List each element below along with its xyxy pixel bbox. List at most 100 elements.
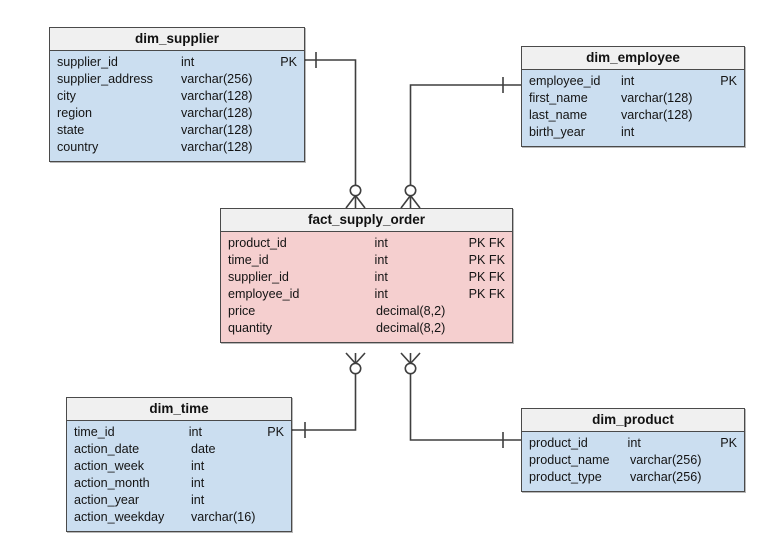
attribute-name: product_id [228, 236, 287, 250]
entity-title-dim-product: dim_product [522, 409, 744, 432]
entity-dim-time[interactable]: dim_time time_id int PK action_date date… [66, 397, 292, 532]
attribute-name: product_type [529, 470, 602, 484]
attribute-name: product_id [529, 436, 588, 450]
attribute-row: product_name varchar(256) [522, 453, 744, 470]
attribute-row: product_id int PK [522, 436, 744, 453]
attribute-type: varchar(256) [630, 470, 702, 484]
attribute-row: time_id int PK FK [221, 253, 512, 270]
entity-attributes-dim-supplier: supplier_id int PK supplier_address varc… [50, 51, 304, 161]
entity-attributes-dim-product: product_id int PK product_name varchar(2… [522, 432, 744, 491]
attribute-name: birth_year [529, 125, 586, 139]
attribute-name: supplier_address [57, 72, 153, 86]
crowfoot-product [400, 352, 421, 375]
attribute-name: employee_id [228, 287, 300, 301]
attribute-key: PK FK [468, 253, 505, 267]
attribute-type: varchar(256) [181, 72, 253, 86]
attribute-name: time_id [74, 425, 115, 439]
attribute-row: last_name varchar(128) [522, 108, 744, 125]
entity-attributes-dim-employee: employee_id int PK first_name varchar(12… [522, 70, 744, 146]
attribute-row: action_weekday varchar(16) [67, 510, 291, 527]
attribute-type: int [621, 74, 635, 88]
attribute-name: time_id [228, 253, 269, 267]
attribute-type: decimal(8,2) [376, 304, 446, 318]
attribute-row: product_type varchar(256) [522, 470, 744, 487]
entity-attributes-fact-supply-order: product_id int PK FK time_id int PK FK s… [221, 232, 512, 342]
attribute-key: PK [267, 425, 284, 439]
attribute-key: PK [720, 74, 737, 88]
crowfoot-supplier [345, 184, 366, 209]
attribute-row: employee_id int PK [522, 74, 744, 91]
attribute-row: action_month int [67, 476, 291, 493]
attribute-type: int [188, 425, 203, 439]
attribute-row: supplier_address varchar(256) [50, 72, 304, 89]
attribute-name: quantity [228, 321, 273, 335]
attribute-row: quantity decimal(8,2) [221, 321, 512, 338]
attribute-type: varchar(128) [181, 106, 253, 120]
attribute-name: action_week [74, 459, 145, 473]
connector-supplier-to-fact [304, 52, 366, 209]
attribute-name: region [57, 106, 93, 120]
attribute-row: first_name varchar(128) [522, 91, 744, 108]
attribute-name: action_weekday [74, 510, 165, 524]
crowfoot-employee [400, 184, 421, 209]
connector-time-to-fact [292, 352, 366, 438]
attribute-key: PK FK [468, 270, 505, 284]
attribute-key: PK FK [468, 287, 505, 301]
entity-title-dim-supplier: dim_supplier [50, 28, 304, 51]
attribute-type: varchar(16) [191, 510, 256, 524]
attribute-name: action_date [74, 442, 140, 456]
attribute-name: supplier_id [57, 55, 118, 69]
attribute-name: country [57, 140, 99, 154]
attribute-row: action_year int [67, 493, 291, 510]
entity-attributes-dim-time: time_id int PK action_date date action_w… [67, 421, 291, 531]
connector-product-to-fact [400, 352, 521, 448]
attribute-type: date [191, 442, 216, 456]
attribute-name: action_year [74, 493, 140, 507]
attribute-type: int [191, 493, 205, 507]
attribute-type: int [191, 459, 205, 473]
attribute-type: int [627, 436, 641, 450]
attribute-type: int [374, 270, 388, 284]
attribute-type: int [621, 125, 635, 139]
attribute-row: action_date date [67, 442, 291, 459]
attribute-type: varchar(128) [181, 140, 253, 154]
entity-title-fact-supply-order: fact_supply_order [221, 209, 512, 232]
attribute-type: int [374, 253, 388, 267]
crowfoot-time [345, 352, 366, 375]
attribute-row: birth_year int [522, 125, 744, 142]
attribute-key: PK [720, 436, 737, 450]
entity-dim-employee[interactable]: dim_employee employee_id int PK first_na… [521, 46, 745, 147]
attribute-type: varchar(128) [181, 123, 253, 137]
entity-dim-supplier[interactable]: dim_supplier supplier_id int PK supplier… [49, 27, 305, 162]
attribute-row: region varchar(128) [50, 106, 304, 123]
attribute-row: product_id int PK FK [221, 236, 512, 253]
attribute-row: supplier_id int PK FK [221, 270, 512, 287]
attribute-type: int [181, 55, 195, 69]
attribute-type: int [374, 287, 388, 301]
entity-title-dim-time: dim_time [67, 398, 291, 421]
attribute-row: time_id int PK [67, 425, 291, 442]
connector-employee-to-fact [400, 77, 521, 209]
attribute-row: action_week int [67, 459, 291, 476]
attribute-name: state [57, 123, 85, 137]
attribute-type: varchar(128) [181, 89, 253, 103]
attribute-name: first_name [529, 91, 588, 105]
attribute-row: state varchar(128) [50, 123, 304, 140]
attribute-type: int [374, 236, 388, 250]
attribute-row: price decimal(8,2) [221, 304, 512, 321]
attribute-row: city varchar(128) [50, 89, 304, 106]
attribute-type: decimal(8,2) [376, 321, 446, 335]
attribute-type: int [191, 476, 205, 490]
attribute-name: price [228, 304, 256, 318]
attribute-key: PK [280, 55, 297, 69]
entity-fact-supply-order[interactable]: fact_supply_order product_id int PK FK t… [220, 208, 513, 343]
attribute-name: supplier_id [228, 270, 289, 284]
entity-title-dim-employee: dim_employee [522, 47, 744, 70]
attribute-name: city [57, 89, 76, 103]
attribute-row: supplier_id int PK [50, 55, 304, 72]
entity-dim-product[interactable]: dim_product product_id int PK product_na… [521, 408, 745, 492]
attribute-name: last_name [529, 108, 588, 122]
attribute-key: PK FK [468, 236, 505, 250]
attribute-name: employee_id [529, 74, 601, 88]
